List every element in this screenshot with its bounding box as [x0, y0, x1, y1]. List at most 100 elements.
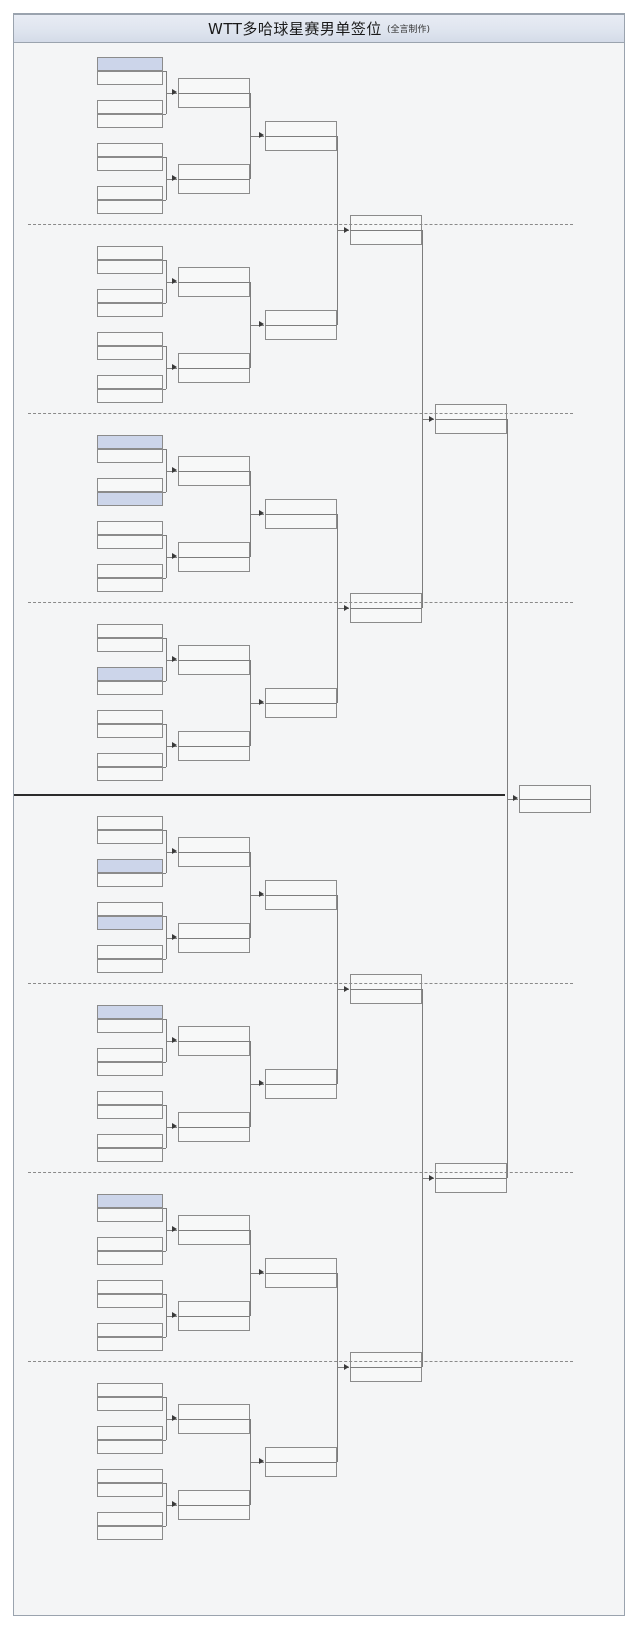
connector-arrow — [172, 742, 177, 748]
player-cell[interactable] — [97, 624, 163, 638]
player-cell[interactable] — [97, 535, 163, 549]
round16-divider — [265, 1272, 337, 1274]
connector-line — [337, 230, 349, 231]
player-cell[interactable] — [97, 578, 163, 592]
connector-line — [163, 638, 166, 639]
connector-arrow — [172, 1312, 177, 1318]
player-cell[interactable] — [97, 753, 163, 767]
connector-arrow — [172, 89, 177, 95]
player-cell[interactable] — [97, 1134, 163, 1148]
player-cell[interactable] — [97, 1019, 163, 1033]
connector-line — [163, 873, 166, 874]
connector-line — [166, 1126, 177, 1128]
round32-divider — [178, 937, 250, 939]
player-cell[interactable] — [97, 246, 163, 260]
connector-line — [163, 260, 166, 261]
player-cell[interactable] — [97, 1194, 163, 1208]
player-cell[interactable] — [97, 478, 163, 492]
player-cell[interactable] — [97, 1048, 163, 1062]
player-cell[interactable] — [97, 816, 163, 830]
player-cell[interactable] — [97, 1237, 163, 1251]
section-divider — [28, 983, 573, 984]
player-cell[interactable] — [97, 710, 163, 724]
connector-line — [163, 346, 166, 347]
player-cell[interactable] — [97, 638, 163, 652]
player-cell[interactable] — [97, 1091, 163, 1105]
player-cell[interactable] — [97, 1426, 163, 1440]
player-cell[interactable] — [97, 435, 163, 449]
player-cell[interactable] — [97, 157, 163, 171]
connector-arrow — [172, 656, 177, 662]
connector-arrow — [259, 1269, 264, 1275]
player-cell[interactable] — [97, 375, 163, 389]
player-cell[interactable] — [97, 1062, 163, 1076]
player-cell[interactable] — [97, 916, 163, 930]
connector-line — [166, 556, 177, 558]
player-cell[interactable] — [97, 1005, 163, 1019]
connector-line — [422, 419, 434, 420]
connector-arrow — [172, 278, 177, 284]
player-cell[interactable] — [97, 873, 163, 887]
player-cell[interactable] — [97, 260, 163, 274]
round32-divider — [178, 92, 250, 94]
player-cell[interactable] — [97, 667, 163, 681]
player-cell[interactable] — [97, 449, 163, 463]
player-cell[interactable] — [97, 1469, 163, 1483]
player-cell[interactable] — [97, 1148, 163, 1162]
player-cell[interactable] — [97, 959, 163, 973]
player-cell[interactable] — [97, 1105, 163, 1119]
player-cell[interactable] — [97, 945, 163, 959]
player-cell[interactable] — [97, 1383, 163, 1397]
connector-arrow — [259, 699, 264, 705]
player-cell[interactable] — [97, 71, 163, 85]
connector-line — [163, 681, 166, 682]
player-cell[interactable] — [97, 1397, 163, 1411]
connector-arrow — [172, 1226, 177, 1232]
player-cell[interactable] — [97, 1323, 163, 1337]
section-divider — [28, 1172, 573, 1173]
player-cell[interactable] — [97, 767, 163, 781]
player-cell[interactable] — [97, 564, 163, 578]
player-cell[interactable] — [97, 332, 163, 346]
player-cell[interactable] — [97, 859, 163, 873]
connector-line — [166, 178, 177, 180]
connector-line — [163, 535, 166, 536]
player-cell[interactable] — [97, 200, 163, 214]
player-cell[interactable] — [97, 1526, 163, 1540]
round32-divider — [178, 1126, 250, 1128]
player-cell[interactable] — [97, 1280, 163, 1294]
player-cell[interactable] — [97, 830, 163, 844]
player-cell[interactable] — [97, 389, 163, 403]
round16-divider — [265, 513, 337, 515]
title-text: WTT多哈球星赛男单签位 — [208, 20, 382, 38]
player-cell[interactable] — [97, 1337, 163, 1351]
player-cell[interactable] — [97, 681, 163, 695]
connector-line — [507, 798, 518, 800]
player-cell[interactable] — [97, 724, 163, 738]
connector-line — [166, 851, 177, 853]
player-cell[interactable] — [97, 1208, 163, 1222]
player-cell[interactable] — [97, 521, 163, 535]
connector-line — [337, 608, 349, 609]
connector-arrow — [259, 1458, 264, 1464]
player-cell[interactable] — [97, 143, 163, 157]
player-cell[interactable] — [97, 346, 163, 360]
player-cell[interactable] — [97, 57, 163, 71]
round16-divider — [265, 1083, 337, 1085]
player-cell[interactable] — [97, 186, 163, 200]
player-cell[interactable] — [97, 114, 163, 128]
round32-divider — [178, 1504, 250, 1506]
player-cell[interactable] — [97, 289, 163, 303]
player-cell[interactable] — [97, 902, 163, 916]
player-cell[interactable] — [97, 100, 163, 114]
player-cell[interactable] — [97, 1440, 163, 1454]
player-cell[interactable] — [97, 1512, 163, 1526]
connector-line — [166, 470, 177, 472]
connector-line — [166, 1504, 177, 1506]
player-cell[interactable] — [97, 1483, 163, 1497]
player-cell[interactable] — [97, 1294, 163, 1308]
player-cell[interactable] — [97, 1251, 163, 1265]
player-cell[interactable] — [97, 303, 163, 317]
player-cell[interactable] — [97, 492, 163, 506]
